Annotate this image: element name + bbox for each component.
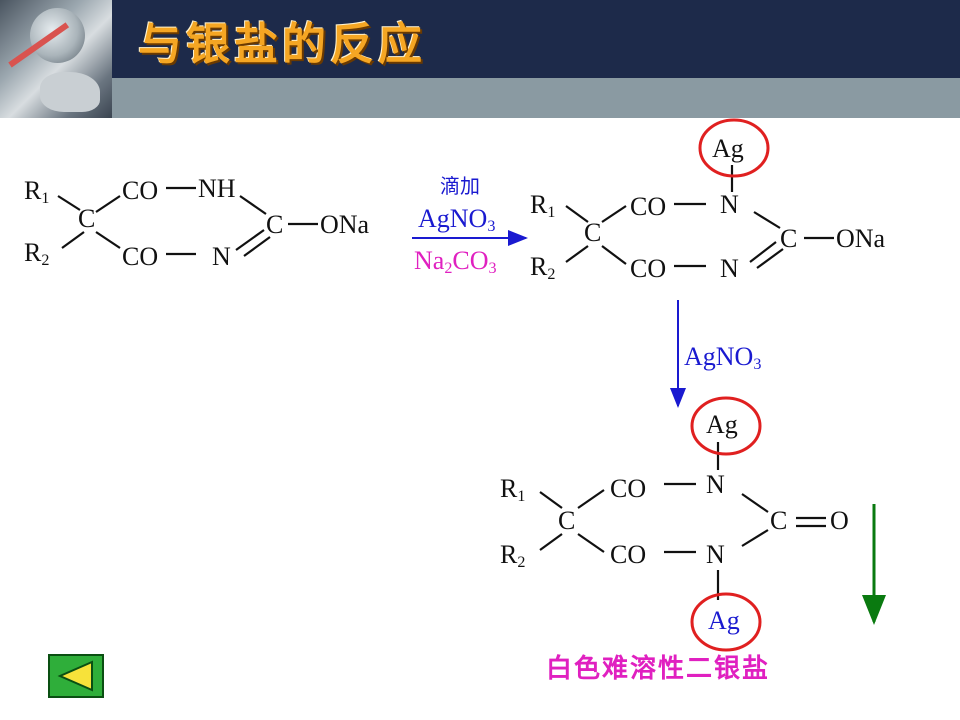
bond-s2-c-cobot: [601, 245, 627, 265]
bond-s1-r2-c: [61, 231, 85, 249]
s1-r1: R1: [24, 176, 50, 208]
s2-c-right: C: [780, 224, 798, 253]
bond-s3-nbot-c: [741, 529, 769, 547]
bond-s2-nbot-c-1: [749, 241, 777, 263]
header-photo: [0, 0, 112, 118]
s2-r2: R2: [530, 252, 556, 284]
bond-s1-n-c-1: [235, 229, 265, 251]
s2-co-top: CO: [630, 192, 667, 221]
s1-c-right: C: [266, 210, 284, 239]
highlight-circle-s3-ag-bottom: [690, 592, 762, 652]
s1-n-bottom: N: [212, 242, 231, 271]
step2-reagent-agno3: AgNO3: [684, 342, 762, 374]
bond-s3-r2-c: [539, 533, 563, 551]
bond-s1-n-c-2: [243, 236, 271, 257]
s3-co-bottom: CO: [610, 540, 647, 569]
result-label: 白色难溶性二银盐: [546, 654, 771, 684]
header-bar: 与银盐的反应: [0, 0, 960, 118]
page-title: 与银盐的反应: [138, 19, 426, 70]
bond-s2-r1-c: [565, 205, 589, 223]
s3-c-right: C: [770, 506, 788, 535]
condition-add: 滴加: [440, 174, 480, 198]
s2-ag: Ag: [712, 134, 744, 163]
bond-s1-c-cotop: [95, 195, 121, 213]
s1-c-center: C: [78, 204, 96, 233]
s3-n-top: N: [706, 470, 725, 499]
s2-r1: R1: [530, 190, 556, 222]
highlight-circle-s3-ag-top: [690, 396, 762, 456]
s3-o: O: [830, 506, 849, 535]
bond-s2-nbot-c-2: [756, 248, 784, 269]
s1-co-top: CO: [122, 176, 159, 205]
s3-co-top: CO: [610, 474, 647, 503]
s2-n-top: N: [720, 190, 739, 219]
bond-s2-c-cotop: [601, 205, 627, 223]
bond-s3-ntop-c: [741, 493, 769, 513]
s3-n-bottom: N: [706, 540, 725, 569]
header-gray-band: [112, 78, 960, 118]
s2-co-bottom: CO: [630, 254, 667, 283]
s1-ona: ONa: [320, 210, 370, 239]
highlight-circle-s2-ag: [698, 118, 770, 178]
s3-r2: R2: [500, 540, 526, 572]
bond-s3-c-cotop: [577, 489, 605, 509]
bond-s1-c-cobot: [95, 231, 121, 249]
s2-n-bottom: N: [720, 254, 739, 283]
s3-c-center: C: [558, 506, 576, 535]
bond-s3-r1-c: [539, 491, 563, 509]
s1-nh: NH: [198, 174, 236, 203]
s2-c-center: C: [584, 218, 602, 247]
bond-s1-nh-c: [239, 195, 267, 215]
back-button[interactable]: [48, 654, 104, 698]
bond-s1-r1-c: [57, 195, 81, 211]
bond-s2-r2-c: [565, 245, 589, 263]
condition-reagent-agno3: AgNO3: [418, 204, 496, 236]
s1-r2: R2: [24, 238, 50, 270]
s2-ona: ONa: [836, 224, 886, 253]
back-triangle-icon: [57, 660, 93, 692]
s3-r1: R1: [500, 474, 526, 506]
s3-ag-top: Ag: [706, 410, 738, 439]
s1-co-bottom: CO: [122, 242, 159, 271]
bond-s2-ntop-c: [753, 211, 781, 229]
bond-s3-c-cobot: [577, 533, 605, 553]
header-dark-band: [0, 0, 960, 78]
s3-ag-bottom: Ag: [708, 606, 740, 635]
condition-reagent-na2co3: Na2CO3: [414, 246, 497, 278]
